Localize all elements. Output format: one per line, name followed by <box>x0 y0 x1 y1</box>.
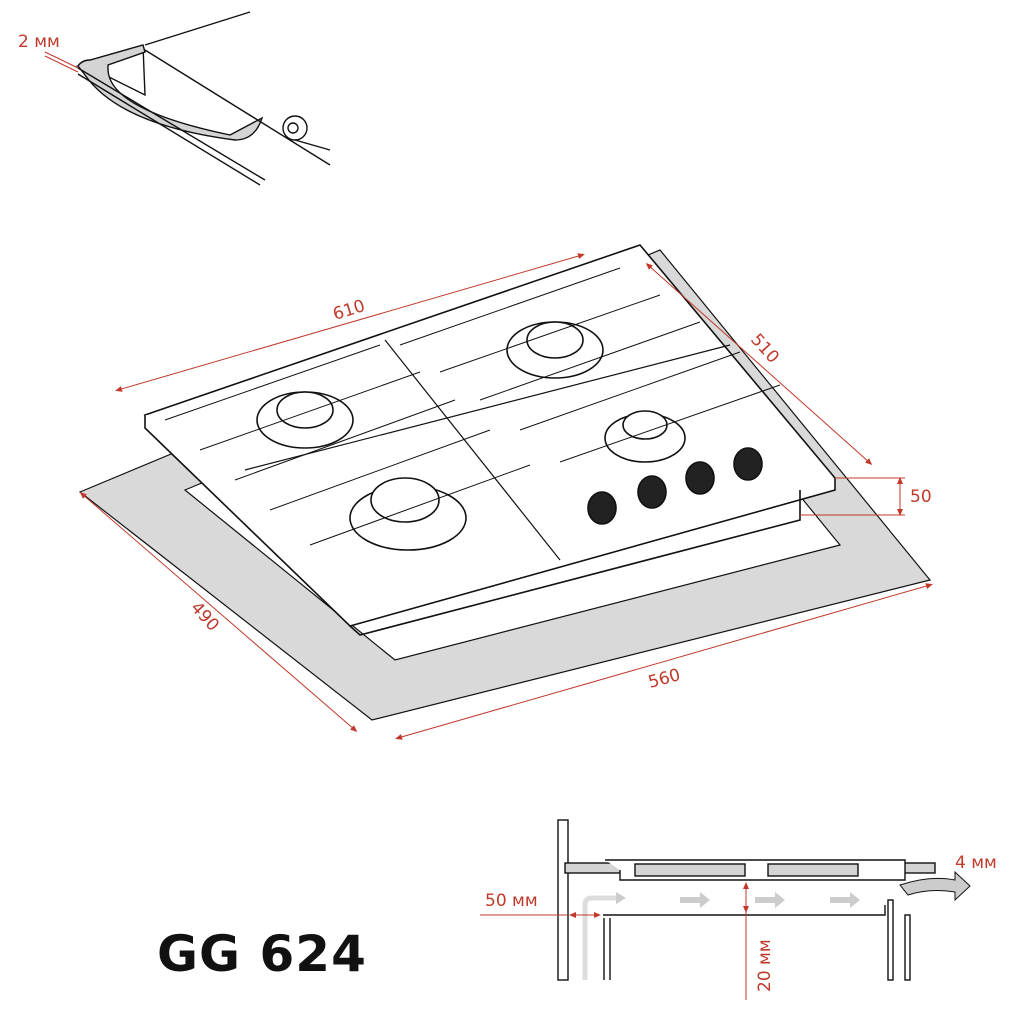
cutout-depth-dimension: 490 <box>186 598 223 636</box>
width-dimension: 610 <box>331 296 368 325</box>
height-dimension: 50 <box>910 487 932 507</box>
dimension-lines <box>79 253 933 740</box>
air-gap-label: 20 мм <box>755 939 775 992</box>
wall-gap-label: 50 мм <box>485 891 538 911</box>
ventilation-section <box>557 819 971 981</box>
seal-detail <box>75 11 331 186</box>
model-name: GG 624 <box>157 925 367 983</box>
burner-rear-left <box>256 391 354 449</box>
seal-thickness-label: 2 мм <box>18 32 60 52</box>
cutout-width-dimension: 560 <box>646 665 683 693</box>
edge-gap-label: 4 мм <box>955 853 997 873</box>
ventilation-dimension-lines <box>480 882 749 1000</box>
burner-rear-right <box>506 321 604 379</box>
